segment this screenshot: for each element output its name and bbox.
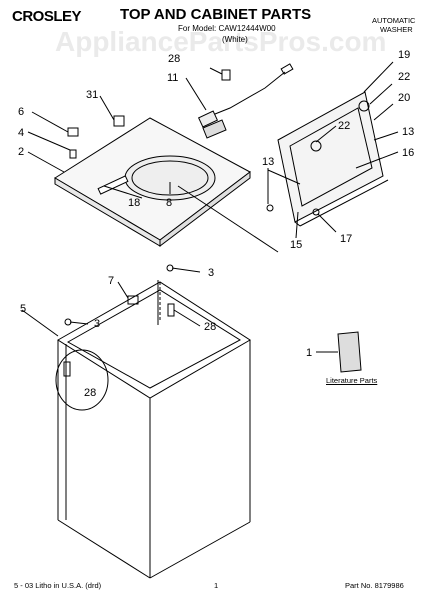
callout-3: 3 [208,267,214,279]
callout-6: 6 [18,106,24,118]
callout-19: 19 [398,49,410,61]
callout-22b: 22 [338,120,350,132]
callout-5: 5 [20,303,26,315]
callout-22: 22 [398,71,410,83]
callout-15: 15 [290,239,302,251]
watermark: AppliancePartsPros.com [55,26,387,57]
model-color: (White) [222,35,248,44]
lid [277,91,384,223]
bumper-22 [358,100,370,112]
callout-11: 11 [167,72,178,84]
callout-4: 4 [18,127,24,139]
callout-numbers: 28 11 31 6 4 2 18 8 19 22 20 22 13 16 13… [18,49,414,399]
callout-13b: 13 [262,156,274,168]
callout-28c: 28 [84,387,96,399]
appliance-type-line1: AUTOMATIC [372,16,416,25]
model-number: For Model: CAW12444W00 [178,24,276,33]
footer-litho: 5 - 03 Litho in U.S.A. (drd) [14,581,102,590]
callout-31: 31 [86,89,98,101]
clip-31 [113,115,125,127]
footer-part-number: Part No. 8179986 [345,581,404,590]
appliance-type-line2: WASHER [380,25,413,34]
page-title: TOP AND CABINET PARTS [120,6,312,23]
brand-logo: CROSLEY [12,8,82,25]
cabinet-top-frame [57,281,251,399]
literature-pack [337,331,362,373]
callout-28: 28 [168,53,180,65]
callout-13: 13 [402,126,414,138]
clip-6 [67,127,79,137]
callout-2: 2 [18,146,24,158]
detail-circle [55,349,109,411]
literature-parts-label: Literature Parts [326,376,378,385]
wire-harness [204,71,286,119]
callout-1: 1 [306,347,312,359]
callout-28b: 28 [204,321,216,333]
callout-17: 17 [340,233,352,245]
callout-8: 8 [166,197,172,209]
callout-3b: 3 [94,318,100,330]
callout-16: 16 [402,147,414,159]
callout-18: 18 [128,197,140,209]
callout-20: 20 [398,92,410,104]
footer-page-number: 1 [214,581,219,590]
callout-7: 7 [108,275,114,287]
clip-7 [127,295,139,305]
